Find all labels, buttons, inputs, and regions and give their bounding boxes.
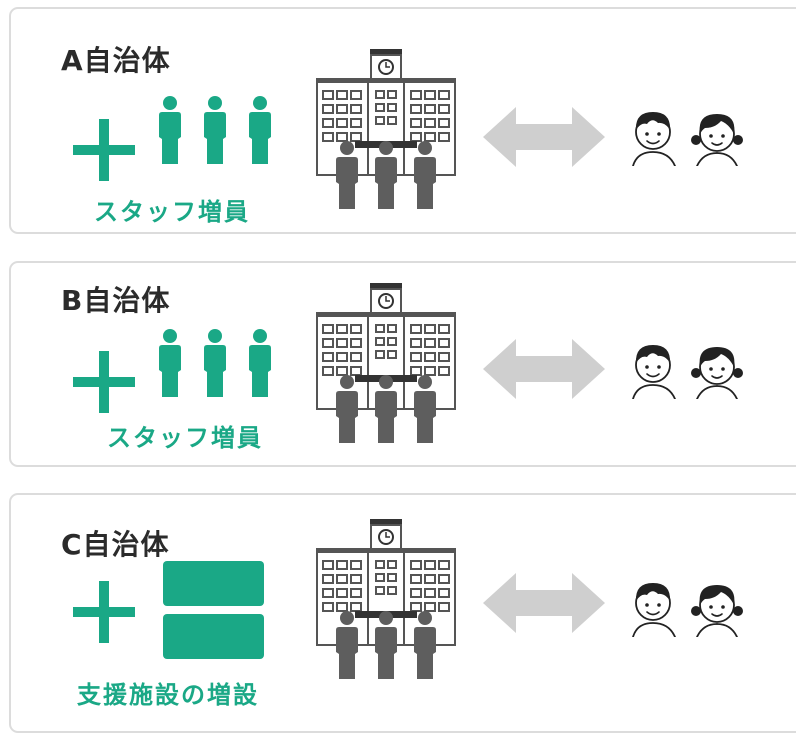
school-with-teachers	[316, 49, 456, 209]
panel-c: C自治体 支援施設の増設	[9, 493, 796, 733]
staff-person-icon	[159, 96, 181, 164]
staff-person-icon	[249, 329, 271, 397]
plus-icon	[73, 351, 135, 413]
school-with-teachers	[316, 519, 456, 679]
children-icon	[632, 111, 744, 166]
addition-caption: スタッフ増員	[107, 424, 263, 452]
children-icon	[632, 344, 744, 399]
children-icon	[632, 582, 744, 637]
added-staff-group	[159, 96, 271, 164]
double-arrow-icon	[483, 107, 605, 167]
panel-a: A自治体 スタッフ増員	[9, 7, 796, 234]
panel-title: C自治体	[61, 528, 170, 561]
school-with-teachers	[316, 283, 456, 443]
addition-caption: 支援施設の増設	[77, 681, 259, 709]
plus-icon	[73, 581, 135, 643]
school-building-icon	[316, 283, 456, 410]
plus-icon	[73, 119, 135, 181]
panel-title: A自治体	[61, 44, 171, 77]
staff-person-icon	[159, 329, 181, 397]
double-arrow-icon	[483, 573, 605, 633]
staff-person-icon	[204, 96, 226, 164]
addition-caption: スタッフ増員	[94, 198, 250, 226]
double-arrow-icon	[483, 339, 605, 399]
facility-block-icon	[163, 561, 264, 659]
staff-person-icon	[204, 329, 226, 397]
staff-person-icon	[249, 96, 271, 164]
added-staff-group	[159, 329, 271, 397]
panel-b: B自治体 スタッフ増員	[9, 261, 796, 467]
school-building-icon	[316, 519, 456, 646]
school-building-icon	[316, 49, 456, 176]
panel-title: B自治体	[61, 284, 171, 317]
